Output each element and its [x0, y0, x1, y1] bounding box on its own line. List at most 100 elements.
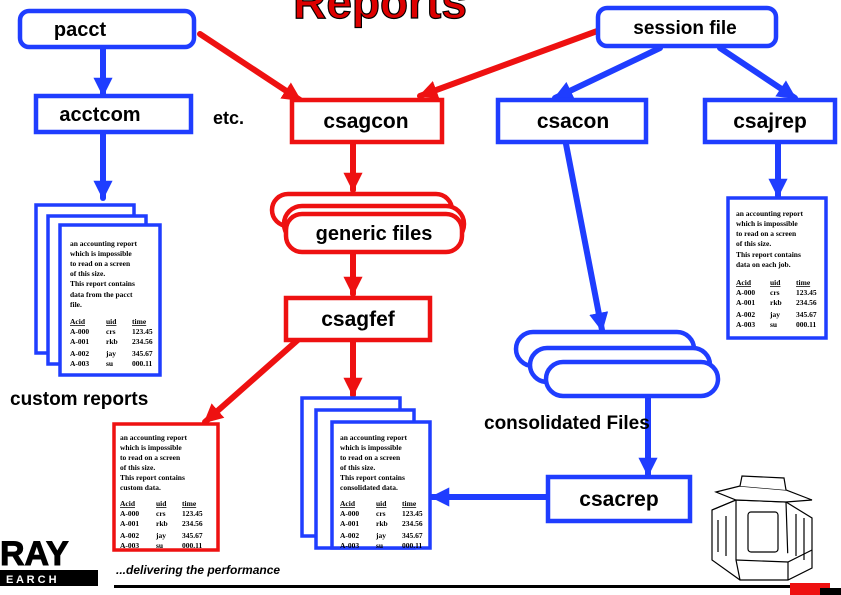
report-custom-table-cell: 123.45: [182, 509, 203, 518]
report-pacct-table-header-col_uid: uid: [106, 317, 117, 326]
report-job-table-cell: jay: [769, 310, 780, 319]
report-custom-table-header-col_time: time: [182, 499, 197, 508]
report-job-table-cell: 234.56: [796, 298, 817, 307]
report-cons-contents1: consolidated data.: [340, 483, 398, 492]
node-csacrep[interactable]: csacrep: [545, 474, 693, 524]
report-job: an accounting report which is impossible…: [726, 196, 828, 340]
report-custom-table-cell: 000.11: [182, 541, 202, 550]
report-custom-table-cell: rkb: [156, 519, 168, 528]
report-custom-table-cell: A-001: [120, 519, 139, 528]
report-cons-table-cell: A-003: [340, 541, 359, 550]
report-custom-table-cell: crs: [156, 509, 166, 518]
report-job-table-cell: 345.67: [796, 310, 817, 319]
report-job-table-cell: su: [770, 320, 777, 329]
report-custom-table-header-col_acid: Acid: [120, 499, 136, 508]
node-csagfef-label: csagfef: [321, 308, 396, 331]
report-custom-table-header-col_uid: uid: [156, 499, 167, 508]
report-pacct-line3: to read on a screen: [70, 259, 131, 268]
report-cons-line3: to read on a screen: [340, 453, 401, 462]
report-pacct-table-cell: 345.67: [132, 349, 153, 358]
footer-rule: [114, 585, 790, 588]
report-custom-line1: an accounting report: [120, 433, 187, 442]
report-job-table-cell: crs: [770, 288, 780, 297]
report-job-table-cell: 000.11: [796, 320, 816, 329]
report-cons-table-cell: A-001: [340, 519, 359, 528]
node-acctcom[interactable]: acctcom: [33, 93, 194, 135]
report-job-table-cell: A-002: [736, 310, 755, 319]
node-session-file-label: session file: [633, 18, 737, 39]
node-csacon-label: csacon: [537, 110, 609, 133]
report-pacct-contents2: file.: [70, 300, 82, 309]
report-pacct-table-cell: A-001: [70, 337, 89, 346]
node-pacct-label: pacct: [54, 19, 107, 41]
tagline: ...delivering the performance: [116, 563, 280, 577]
report-pacct-table-cell: crs: [106, 327, 116, 336]
report-cons-table-cell: 345.67: [402, 531, 423, 540]
arrow-pacct-csagcon: [197, 31, 303, 103]
report-cons-table-header-col_uid: uid: [376, 499, 387, 508]
report-cons-table-cell: jay: [375, 531, 386, 540]
report-job-line2: which is impossible: [736, 219, 798, 228]
arrows: [93, 27, 798, 507]
report-cons-table-cell: su: [376, 541, 383, 550]
report-job-line5: This report contains: [736, 250, 801, 259]
node-acctcom-label: acctcom: [59, 104, 140, 126]
report-custom-table-cell: 234.56: [182, 519, 203, 528]
report-custom-table-cell: A-002: [120, 531, 139, 540]
report-job-line1: an accounting report: [736, 209, 803, 218]
report-job-table-cell: rkb: [770, 298, 782, 307]
report-job-table-header-col_uid: uid: [770, 278, 781, 287]
report-custom-table-cell: A-000: [120, 509, 139, 518]
node-csagfef[interactable]: csagfef: [283, 295, 433, 343]
arrow-csagfef-custom: [202, 335, 303, 425]
report-pacct-line2: which is impossible: [70, 249, 132, 258]
custom-reports-label: custom reports: [10, 389, 148, 410]
cray-logo: RAY E A R C H: [0, 535, 98, 586]
report-cons-table-cell: A-000: [340, 509, 359, 518]
report-pacct-table-cell: A-000: [70, 327, 89, 336]
report-custom-line5: This report contains: [120, 473, 185, 482]
logo-top: RAY: [0, 535, 69, 573]
node-consolidated-files[interactable]: [513, 329, 721, 399]
etc-label: etc.: [213, 108, 244, 128]
report-cons-line5: This report contains: [340, 473, 405, 482]
footer-black-block: [820, 588, 841, 595]
node-generic-files[interactable]: generic files: [269, 191, 467, 255]
node-generic-files-label: generic files: [316, 223, 433, 245]
arrow-session-csacon: [552, 45, 663, 101]
report-cons-table-cell: 123.45: [402, 509, 423, 518]
report-pacct-line5: This report contains: [70, 279, 135, 288]
node-csagcon[interactable]: csagcon: [289, 97, 445, 145]
report-cons-line2: which is impossible: [340, 443, 402, 452]
report-pacct-table-cell: su: [106, 359, 113, 368]
report-job-table-header-col_time: time: [796, 278, 811, 287]
report-custom-table-cell: A-003: [120, 541, 139, 550]
report-pacct-line1: an accounting report: [70, 239, 137, 248]
report-custom: an accounting report which is impossible…: [112, 422, 220, 552]
node-csacon[interactable]: csacon: [495, 97, 649, 145]
report-job-table-cell: A-000: [736, 288, 755, 297]
node-pacct[interactable]: pacct: [17, 8, 197, 50]
arrow-csacon-consolidated: [563, 141, 609, 333]
report-pacct-contents1: data from the pacct: [70, 290, 133, 299]
report-pacct-table-cell: 123.45: [132, 327, 153, 336]
report-pacct-table-cell: 234.56: [132, 337, 153, 346]
report-pacct-table-header-col_acid: Acid: [70, 317, 86, 326]
report-pacct-table-cell: rkb: [106, 337, 118, 346]
report-stack-pacct: an accounting report which is impossible…: [34, 203, 162, 377]
report-pacct-table-header-col_time: time: [132, 317, 147, 326]
report-custom-table-cell: su: [156, 541, 163, 550]
report-cons-line1: an accounting report: [340, 433, 407, 442]
report-cons-table-cell: rkb: [376, 519, 388, 528]
logo-bottom: E A R C H: [6, 574, 57, 586]
report-job-table-cell: A-001: [736, 298, 755, 307]
node-csajrep[interactable]: csajrep: [702, 97, 838, 145]
report-cons-table-header-col_time: time: [402, 499, 417, 508]
report-pacct-table-cell: A-002: [70, 349, 89, 358]
consolidated-files-label: consolidated Files: [484, 413, 650, 434]
report-cons-table-cell: 234.56: [402, 519, 423, 528]
node-session-file[interactable]: session file: [595, 5, 779, 49]
